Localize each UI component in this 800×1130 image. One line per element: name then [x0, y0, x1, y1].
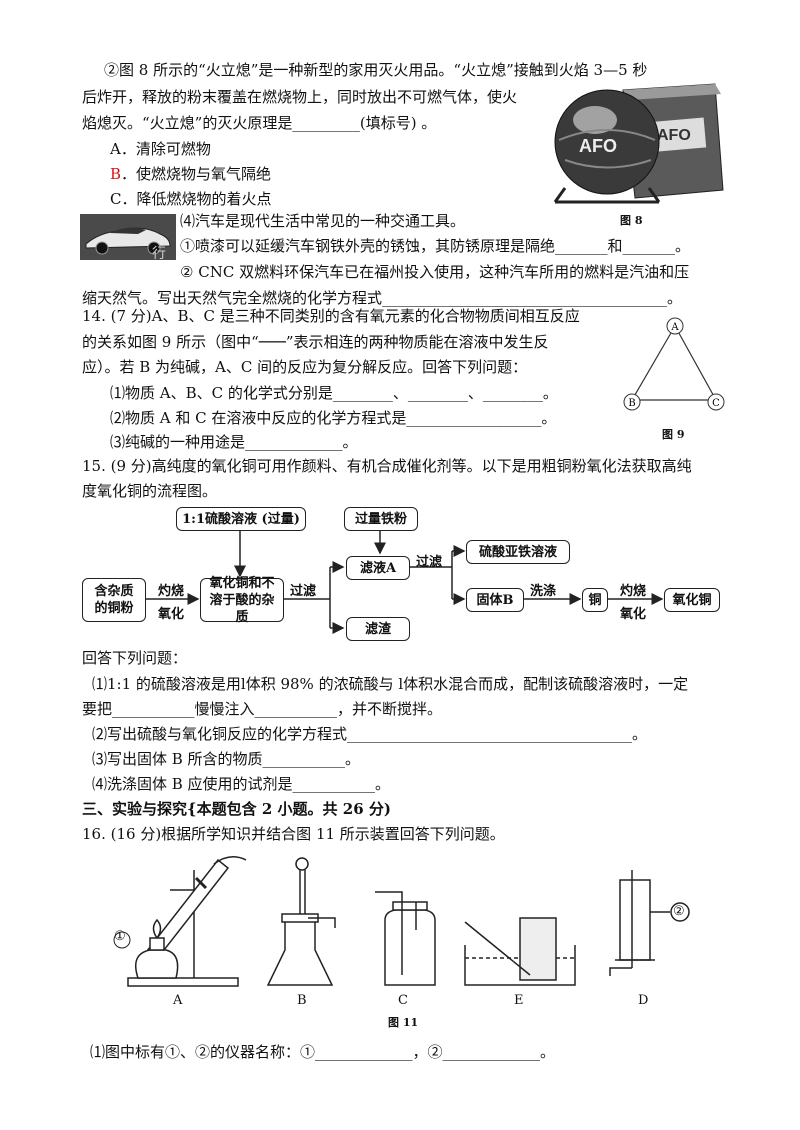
car-image: 行 [80, 214, 176, 262]
flow-solid-b-box: 固体B [466, 588, 524, 612]
q13-text-line1: ②图 8 所示的“火立熄”是一种新型的家用灭火用品。“火立熄”接触到火焰 3—5… [104, 61, 648, 79]
option-b-letter: B [110, 165, 122, 183]
flow-cuo-box: 氧化铜 [664, 588, 720, 612]
q13-option-b: B．使燃烧物与氧气隔绝 [110, 164, 271, 184]
flow-filter2: 过滤 [416, 555, 443, 570]
q14-line1: 14. (7 分)A、B、C 是三种不同类别的含有氧元素的化合物物质间相互反应 [82, 307, 580, 325]
q15-line1: 15. (9 分)高纯度的氧化铜可用作颜料、有机合成催化剂等。以下是用粗铜粉氧化… [82, 457, 692, 475]
fig11-mark-2: ② [673, 904, 685, 919]
q13-option-a: A．清除可燃物 [110, 140, 211, 158]
q13-sub4-1: ①喷漆可以延缓汽车钢铁外壳的锈蚀，其防锈原理是隔绝_______和_______… [180, 237, 691, 255]
q14-sub1: ⑴物质 A、B、C 的化学式分别是________、________、_____… [110, 384, 558, 402]
flow-acid-box: 1:1硫酸溶液 (过量) [176, 507, 306, 531]
fig9-node-b: B [628, 398, 635, 409]
q14-sub3: ⑶纯碱的一种用途是_____________。 [110, 433, 358, 451]
fig9-caption: 图 9 [662, 428, 685, 441]
q16-line1: 16. (16 分)根据所学知识并结合图 11 所示装置回答下列问题。 [82, 825, 505, 843]
flow-residue-box: 滤渣 [346, 617, 410, 641]
q16-sub1: ⑴图中标有①、②的仪器名称：①_____________，②__________… [90, 1043, 556, 1061]
fire-extinguisher-ball-photo: AFO AFO [545, 80, 730, 205]
q13-sub4-2b: 缩天然气。写出天然气完全燃烧的化学方程式____________________… [82, 289, 683, 307]
q15-line2: 度氧化铜的流程图。 [82, 482, 218, 500]
flow-mix-box: 氧化铜和不溶于酸的杂质 [200, 576, 284, 625]
flow-feso4-box: 硫酸亚铁溶液 [466, 540, 570, 564]
svg-text:AFO: AFO [579, 136, 617, 156]
flow-raw-box: 含杂质的铜粉 [82, 578, 146, 622]
q14-sub2: ⑵物质 A 和 C 在溶液中反应的化学方程式是_________________… [110, 409, 557, 427]
q13-sub4: ⑷汽车是现代生活中常见的一种交通工具。 [180, 212, 466, 230]
flow-wash: 洗涤 [530, 584, 557, 599]
fig11-label-c: C [398, 993, 408, 1008]
section3-heading: 三、实验与探究{本题包含 2 小题。共 26 分) [82, 800, 391, 818]
flow-burn2-bottom: 氧化 [620, 607, 647, 622]
q14-line2: 的关系如图 9 所示（图中“───”表示相连的两种物质能在溶液中发生反 [82, 333, 549, 351]
q15-sub1b: 要把___________慢慢注入___________，并不断搅拌。 [82, 700, 443, 718]
fig11-label-e: E [514, 993, 524, 1008]
flow-mix-label: 氧化铜和不溶于酸的杂质 [209, 575, 275, 625]
q13-sub4-2a: ② CNC 双燃料环保汽车已在福州投入使用，这种汽车所用的燃料是汽油和压 [180, 263, 690, 281]
fig11-label-a: A [173, 993, 183, 1008]
q13-option-c: C．降低燃烧物的着火点 [110, 190, 272, 208]
fig11-label-b: B [297, 993, 307, 1008]
q15-sub1a: ⑴1:1 的硫酸溶液是用l体积 98% 的浓硫酸与 l体积水混合而成，配制该硫酸… [92, 675, 689, 693]
q15-answer-intro: 回答下列问题： [82, 649, 188, 667]
fig11-label-d: D [638, 993, 649, 1008]
flow-raw-label: 含杂质的铜粉 [94, 584, 134, 616]
q15-sub2: ⑵写出硫酸与氧化铜反应的化学方程式_______________________… [92, 725, 648, 743]
flow-burn1-top: 灼烧 [158, 584, 185, 599]
q13-text-line2: 后炸开，释放的粉末覆盖在燃烧物上，同时放出不可燃气体，使火 [82, 88, 518, 106]
flow-iron-box: 过量铁粉 [344, 507, 418, 531]
fig8-caption: 图 8 [620, 214, 643, 227]
flow-burn2-top: 灼烧 [620, 584, 647, 599]
flow-copper-box: 铜 [582, 588, 608, 612]
fig11-apparatus [113, 856, 690, 987]
svg-text:AFO: AFO [657, 127, 691, 144]
fig11-caption: 图 11 [388, 1016, 419, 1029]
q14-line3: 应）。若 B 为纯碱，A、C 间的反应为复分解反应。回答下列问题： [82, 358, 528, 376]
svg-text:行: 行 [152, 246, 166, 262]
q13-text-line3: 焰熄灭。“火立熄”的灭火原理是_________(填标号) 。 [82, 114, 437, 132]
flowchart-arrows [145, 531, 664, 634]
fig9-node-a: A [670, 322, 679, 333]
flow-filter1: 过滤 [290, 584, 317, 599]
flow-filtrate-box: 滤液A [346, 556, 410, 580]
q15-sub3: ⑶写出固体 B 所含的物质___________。 [92, 750, 361, 768]
fig11-mark-1: ① [114, 929, 126, 944]
option-b-text: ．使燃烧物与氧气隔绝 [121, 165, 272, 183]
flow-burn1-bottom: 氧化 [158, 607, 185, 622]
fig9-triangle-diagram: A B C [623, 317, 725, 411]
fig9-node-c: C [712, 398, 720, 409]
q15-sub4: ⑷洗涤固体 B 应使用的试剂是___________。 [92, 775, 391, 793]
